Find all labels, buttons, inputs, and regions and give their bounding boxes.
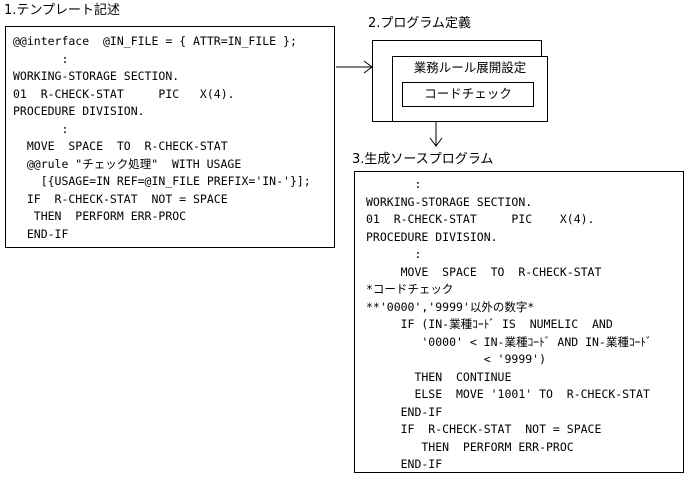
generated-code-block: : WORKING-STORAGE SECTION. 01 R-CHECK-STAT… bbox=[366, 176, 652, 474]
generated-code-line: *コードチェック bbox=[366, 282, 454, 296]
template-code-block: @@interface @IN_FILE = { ATTR=IN_FILE };… bbox=[13, 33, 311, 243]
generated-source-box bbox=[354, 171, 684, 473]
template-code-line: WORKING-STORAGE SECTION. bbox=[13, 69, 180, 83]
template-code-line: [{USAGE=IN REF=@IN_FILE PREFIX='IN-'}]; bbox=[13, 174, 311, 188]
generated-code-line: WORKING-STORAGE SECTION. bbox=[366, 194, 533, 209]
generated-code-line: '0000' < IN-業種ｺｰﾄﾞ AND IN-業種ｺｰﾄﾞ bbox=[366, 334, 652, 349]
generated-code-line: IF (IN-業種ｺｰﾄﾞ IS NUMELIC AND bbox=[366, 317, 613, 331]
code-check-box bbox=[402, 82, 534, 107]
generated-code-line: IF R-CHECK-STAT NOT = SPACE bbox=[366, 422, 602, 436]
template-code-line: : bbox=[13, 121, 69, 136]
generated-code-line: ELSE MOVE '1001' TO R-CHECK-STAT bbox=[366, 387, 650, 401]
generated-code-line: : bbox=[366, 247, 422, 261]
template-code-line: END-IF bbox=[13, 226, 69, 241]
generated-code-line: PROCEDURE DIVISION. bbox=[366, 229, 498, 244]
template-code-line: @@interface @IN_FILE = { ATTR=IN_FILE }; bbox=[13, 34, 297, 48]
generated-code-line: END-IF bbox=[366, 404, 443, 419]
template-section-title: 1.テンプレート記述 bbox=[4, 3, 121, 18]
program-definition-title: 2.プログラム定義 bbox=[368, 16, 472, 31]
template-code-line: PROCEDURE DIVISION. bbox=[13, 104, 145, 118]
generated-code-line: THEN CONTINUE bbox=[366, 369, 512, 384]
generated-code-line: MOVE SPACE TO R-CHECK-STAT bbox=[366, 264, 602, 279]
template-code-line: @@rule "チェック処理" WITH USAGE bbox=[13, 156, 242, 171]
template-code-line: : bbox=[13, 51, 69, 66]
template-code-line: MOVE SPACE TO R-CHECK-STAT bbox=[13, 139, 228, 153]
generated-code-line: 01 R-CHECK-STAT PIC X(4). bbox=[366, 212, 595, 226]
down-arrow bbox=[429, 122, 443, 147]
generated-code-line: < '9999') bbox=[366, 352, 547, 366]
right-arrow bbox=[336, 60, 373, 74]
generated-code-line: END-IF bbox=[366, 457, 443, 471]
generated-code-line: THEN PERFORM ERR-PROC bbox=[366, 439, 574, 454]
template-code-line: THEN PERFORM ERR-PROC bbox=[13, 209, 187, 223]
business-rule-expansion-label: 業務ルール展開設定 bbox=[413, 60, 527, 75]
code-check-label: コードチェック bbox=[424, 86, 512, 101]
template-code-box bbox=[5, 26, 335, 248]
template-code-line: 01 R-CHECK-STAT PIC X(4). bbox=[13, 86, 235, 101]
generated-source-title: 3.生成ソースプログラム bbox=[352, 152, 494, 167]
template-code-line: IF R-CHECK-STAT NOT = SPACE bbox=[13, 191, 228, 206]
generated-code-line: **'0000','9999'以外の数字* bbox=[366, 299, 535, 314]
generated-code-line: : bbox=[366, 177, 422, 191]
